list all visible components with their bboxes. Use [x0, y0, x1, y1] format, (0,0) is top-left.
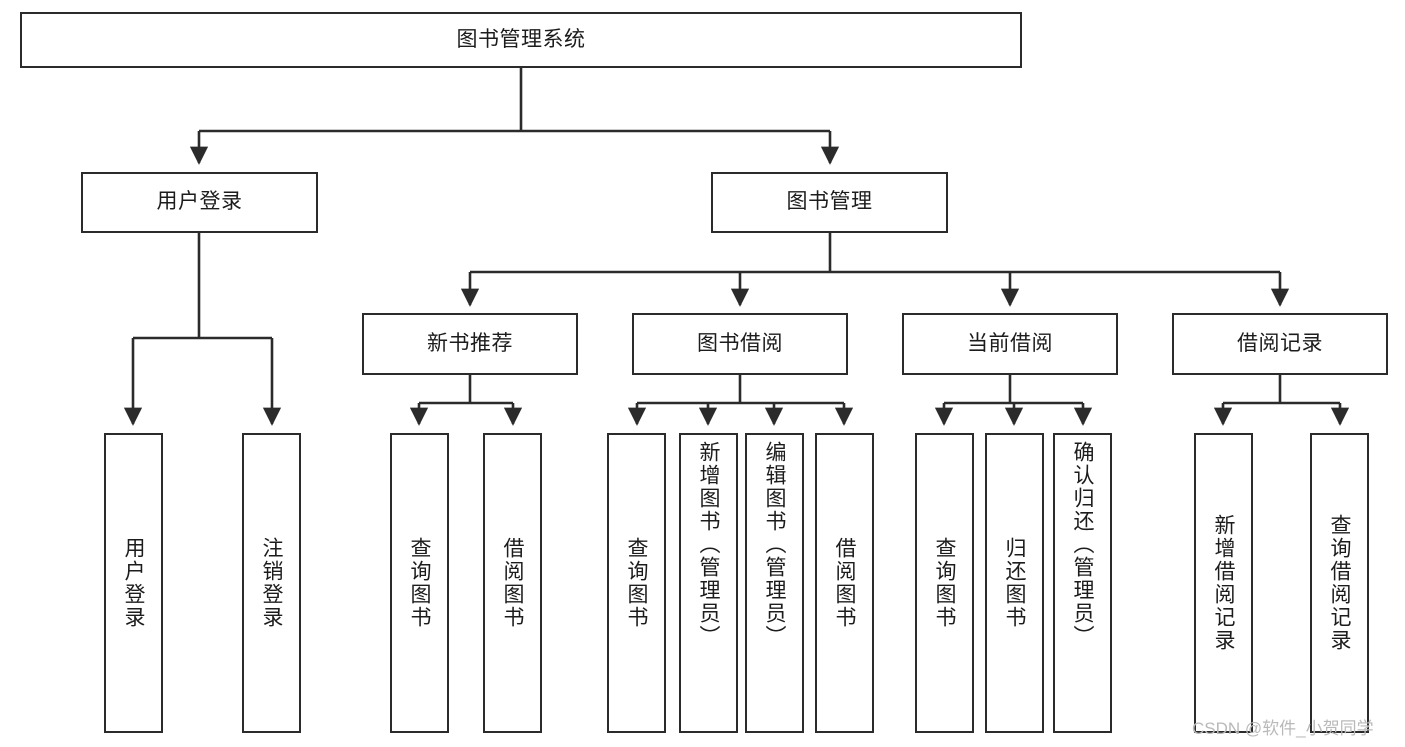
leaf-add-book-admin-label: 新增图书（管理员） [697, 441, 720, 648]
leaf-confirm-return-admin-label: 确认归还（管理员） [1071, 441, 1094, 648]
node-book-borrowing[interactable]: 图书借阅 [632, 313, 848, 375]
leaf-query-books-current-label: 查询图书 [933, 537, 956, 629]
node-book-borrowing-label: 图书借阅 [697, 331, 783, 355]
leaf-query-borrow-record-label: 查询借阅记录 [1328, 514, 1351, 652]
node-user-login[interactable]: 用户登录 [81, 172, 318, 233]
leaf-query-books-current[interactable]: 查询图书 [915, 433, 974, 733]
leaf-logout-login[interactable]: 注销登录 [242, 433, 301, 733]
leaf-add-book-admin[interactable]: 新增图书（管理员） [679, 433, 738, 733]
leaf-return-books-label: 归还图书 [1003, 537, 1026, 629]
node-root[interactable]: 图书管理系统 [20, 12, 1022, 68]
node-book-management-label: 图书管理 [786, 190, 873, 214]
leaf-user-login[interactable]: 用户登录 [104, 433, 163, 733]
node-current-borrowing-label: 当前借阅 [967, 331, 1053, 355]
leaf-borrow-books-recommendation-label: 借阅图书 [501, 537, 524, 629]
leaf-add-borrow-record-label: 新增借阅记录 [1212, 514, 1235, 652]
leaf-logout-login-label: 注销登录 [260, 537, 283, 629]
watermark-text: CSDN @软件_小贺同学 [1192, 719, 1374, 738]
node-borrowing-record[interactable]: 借阅记录 [1172, 313, 1388, 375]
node-borrowing-record-label: 借阅记录 [1237, 331, 1323, 355]
leaf-query-books-borrowing[interactable]: 查询图书 [607, 433, 666, 733]
leaf-borrow-books-borrowing[interactable]: 借阅图书 [815, 433, 874, 733]
leaf-query-books-recommendation-label: 查询图书 [408, 537, 431, 629]
leaf-return-books[interactable]: 归还图书 [985, 433, 1044, 733]
node-new-book-recommendation-label: 新书推荐 [427, 331, 513, 355]
leaf-query-borrow-record[interactable]: 查询借阅记录 [1310, 433, 1369, 733]
node-root-label: 图书管理系统 [456, 27, 586, 51]
leaf-query-books-borrowing-label: 查询图书 [625, 537, 648, 629]
leaf-add-borrow-record[interactable]: 新增借阅记录 [1194, 433, 1253, 733]
node-new-book-recommendation[interactable]: 新书推荐 [362, 313, 578, 375]
leaf-borrow-books-borrowing-label: 借阅图书 [833, 537, 856, 629]
leaf-user-login-label: 用户登录 [122, 537, 145, 629]
leaf-edit-book-admin-label: 编辑图书（管理员） [763, 441, 786, 648]
leaf-borrow-books-recommendation[interactable]: 借阅图书 [483, 433, 542, 733]
leaf-query-books-recommendation[interactable]: 查询图书 [390, 433, 449, 733]
node-book-management[interactable]: 图书管理 [711, 172, 948, 233]
leaf-confirm-return-admin[interactable]: 确认归还（管理员） [1053, 433, 1112, 733]
leaf-edit-book-admin[interactable]: 编辑图书（管理员） [745, 433, 804, 733]
node-user-login-label: 用户登录 [156, 190, 243, 214]
node-current-borrowing[interactable]: 当前借阅 [902, 313, 1118, 375]
